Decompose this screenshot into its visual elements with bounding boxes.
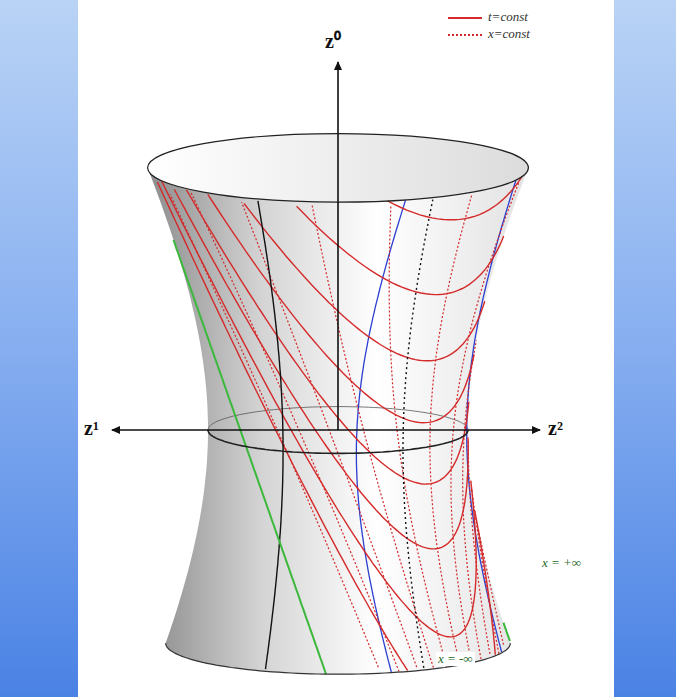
black-dotted-meridian [403,200,433,668]
t-const-curve [297,206,504,294]
t-const-curve [157,182,407,671]
t-const-curve [162,181,477,637]
legend-samples [448,18,482,35]
z1-axis [112,429,338,431]
waist-front [208,430,468,453]
x-const-curve [242,202,417,667]
x-const-curve [312,205,433,668]
legend-text: x=const [488,27,530,41]
t-const-curve [475,511,495,655]
axes [112,62,540,430]
z2-axis [338,429,540,431]
null-line [174,240,327,674]
axis-label: z⁰ [325,30,341,52]
axis-label: z² [548,417,563,439]
t-const-curve [388,177,522,220]
x-const-curve [478,528,504,645]
x-const-curve [389,206,447,667]
blue-curve [356,200,405,672]
black-meridian [258,201,283,669]
t-const-curve [244,204,485,361]
bottom-rim [166,643,511,674]
boundary-label: x = -∞ [436,652,475,666]
legend-text: t=const [488,10,528,24]
legend-solid-line [448,17,482,19]
legend-dotted-line [448,34,482,36]
blue-curve [467,180,516,652]
t-const-curve [208,194,474,422]
x-const-curve [451,183,519,662]
white-panel [78,0,614,697]
axis-label: z¹ [84,417,99,439]
x-const-curve [468,435,490,654]
x-const-curve [191,192,399,671]
null-line [504,623,510,641]
boundary-label: x = +∞ [540,556,583,570]
z0-axis [337,62,339,430]
